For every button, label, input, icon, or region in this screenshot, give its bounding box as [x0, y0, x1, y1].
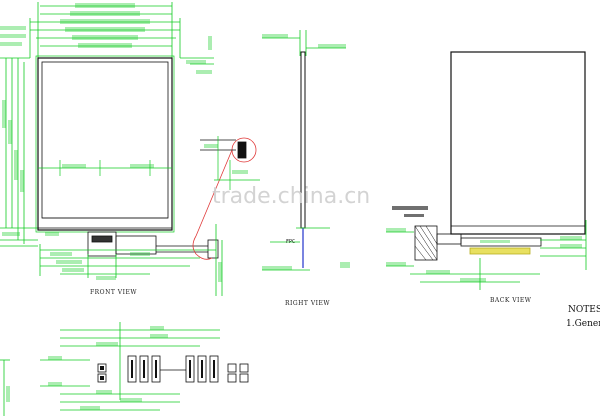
pad-detail — [0, 322, 249, 416]
right-view — [262, 30, 350, 271]
front-left-dim-text — [2, 100, 24, 236]
back-fpc — [414, 225, 542, 261]
right-view-label: RIGHT VIEW — [285, 300, 331, 307]
notes-item-1: 1.Gener — [566, 319, 600, 329]
back-view-label: BACK VIEW — [490, 297, 532, 304]
back-module-outline — [450, 51, 586, 235]
detail-enlarged — [200, 139, 247, 159]
front-top-dim-text — [0, 3, 206, 64]
front-view-label: FRONT VIEW — [90, 289, 138, 296]
front-fpc — [87, 231, 219, 259]
front-view — [0, 2, 260, 296]
front-module-outline — [37, 57, 173, 231]
back-view — [386, 51, 587, 290]
fpc-label: FPC — [286, 239, 296, 245]
front-left-dimensions — [0, 58, 38, 247]
front-top-dimensions — [0, 2, 214, 65]
front-active-area — [41, 61, 169, 219]
watermark-text: trade.china.cn — [212, 184, 371, 209]
notes-title: NOTES: — [568, 305, 600, 315]
